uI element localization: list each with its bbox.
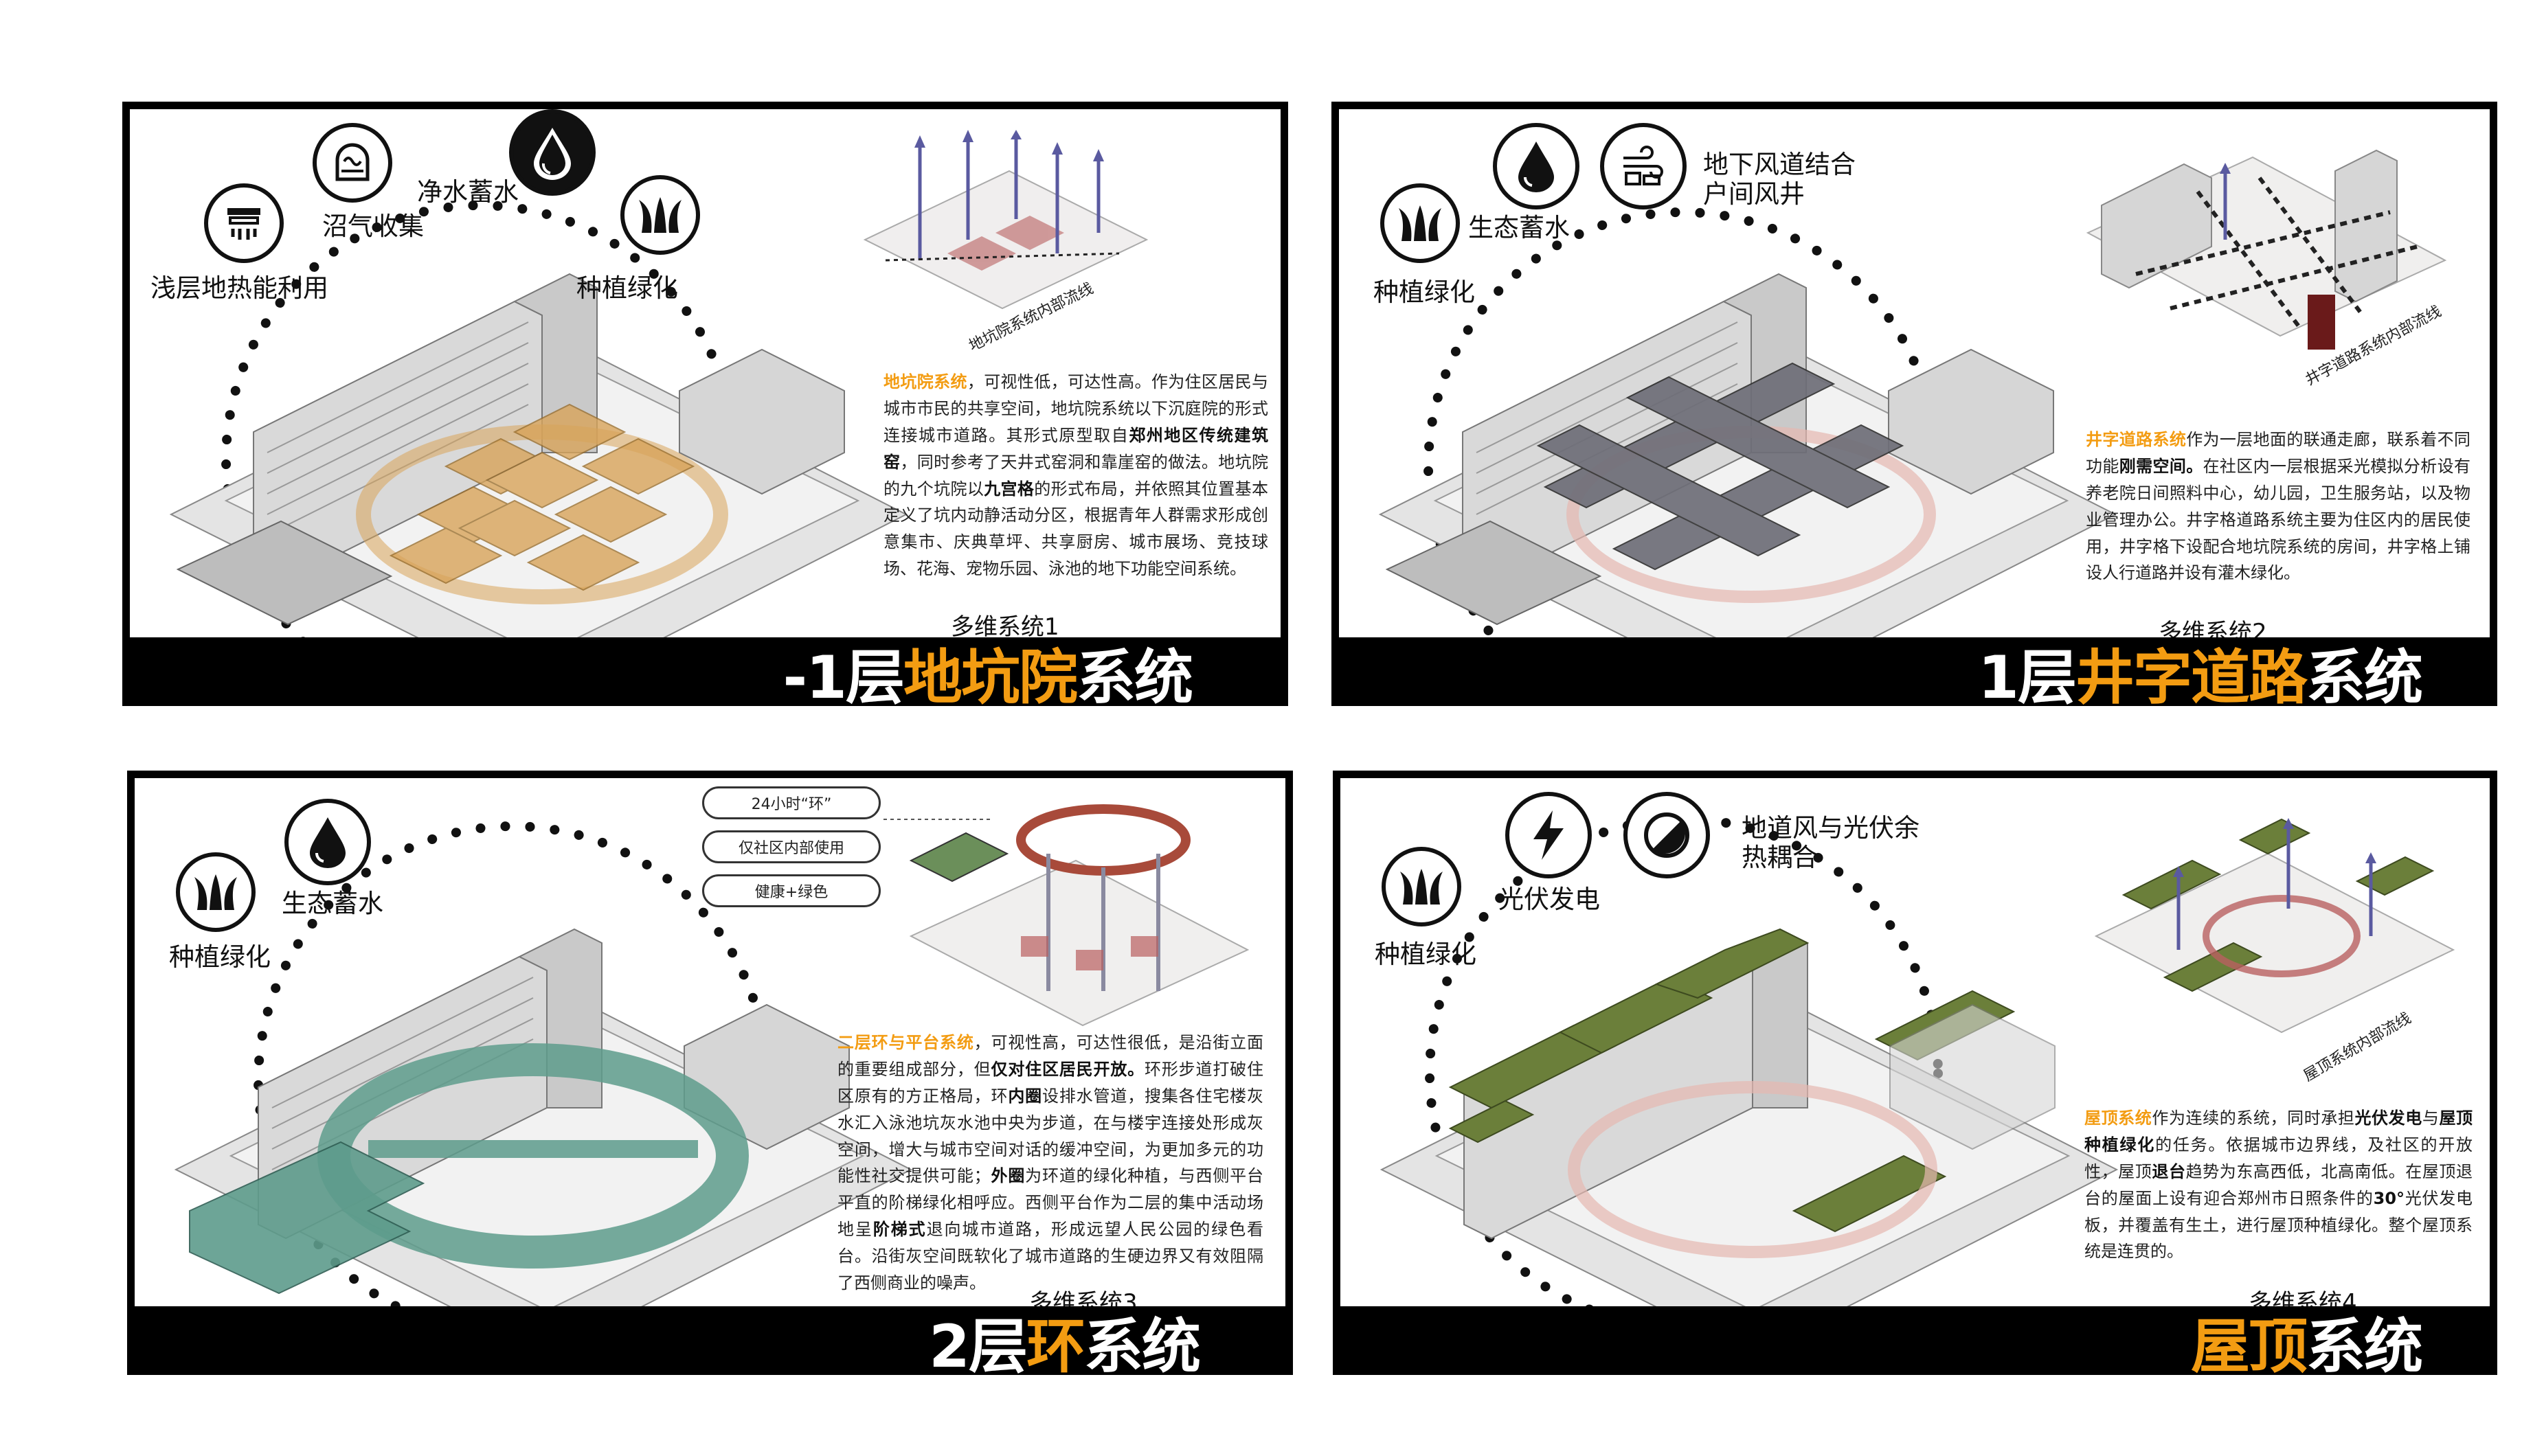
system-description: 二层环与平台系统，可视性高，可达性很低，是沿街立面的重要组成部分，但仅对住区居民… [837, 1033, 1264, 1293]
lightning-icon [1505, 792, 1592, 878]
system-description: 地坑院系统，可视性低，可达性高。作为住区居民与城市市民的共享空间，地坑院系统以下… [883, 372, 1269, 579]
biogas-icon [313, 123, 392, 203]
panel-title: -1层地坑院系统 [783, 643, 1193, 712]
icon-label-windshaft: 地下风道结合户间风井 [1703, 150, 1856, 209]
grass-icon [620, 175, 700, 255]
grass-icon [1380, 183, 1460, 263]
flow-mini-diagram [863, 130, 1149, 310]
flow-mini-diagram [883, 804, 1250, 1027]
system-number: 多维系统4 [2249, 1289, 2357, 1306]
system-number: 多维系统1 [951, 613, 1059, 637]
water-drop-icon [284, 799, 371, 885]
panel-canvas: 种植绿化 生态蓄水 地下风道结合户间风井 井字道路系统内部流线 井字道路系统作为… [1339, 109, 2490, 637]
panel-canvas: 浅层地热能利用 沼气收集 净水蓄水 种植绿化 地坑院系统内部流线 地坑院系统，可… [130, 109, 1281, 637]
icon-label-water: 生态蓄水 [1468, 213, 1570, 242]
isometric-site-model [174, 928, 913, 1306]
icon-label-biogas: 沼气收集 [322, 212, 424, 241]
grass-icon [176, 852, 256, 932]
icon-label-grass: 种植绿化 [1375, 940, 1476, 969]
panel-basement-courtyard: 浅层地热能利用 沼气收集 净水蓄水 种植绿化 地坑院系统内部流线 地坑院系统，可… [122, 102, 1288, 712]
panel-canvas: 种植绿化 生态蓄水 24小时“环” 仅社区内部使用 健康+绿色 二层环与平台系统… [135, 778, 1285, 1306]
system-number: 多维系统2 [2159, 619, 2267, 637]
panel-grid-road: 种植绿化 生态蓄水 地下风道结合户间风井 井字道路系统内部流线 井字道路系统作为… [1331, 102, 2497, 712]
icon-label-grass: 种植绿化 [169, 942, 271, 972]
tag-community-only: 仅社区内部使用 [702, 830, 881, 863]
isometric-site-model [1378, 273, 2117, 637]
isometric-site-model [1380, 928, 2119, 1306]
flow-mini-diagram [2086, 149, 2447, 350]
shallow-geothermal-icon [204, 183, 284, 263]
isometric-site-model [169, 273, 908, 637]
panel-canvas: 种植绿化 光伏发电 地道风与光伏余热耦合 屋顶系统内部流线 屋顶系统作为连续的系… [1340, 778, 2490, 1306]
panel-ring: 种植绿化 生态蓄水 24小时“环” 仅社区内部使用 健康+绿色 二层环与平台系统… [127, 771, 1293, 1381]
system-description: 屋顶系统作为连续的系统，同时承担光伏发电与屋顶种植绿化的任务。依据城市边界线，及… [2084, 1108, 2473, 1262]
icon-label-water: 净水蓄水 [417, 177, 519, 207]
water-drop-icon [1493, 123, 1579, 209]
tag-24h-ring: 24小时“环” [702, 786, 881, 819]
panel-roof: 种植绿化 光伏发电 地道风与光伏余热耦合 屋顶系统内部流线 屋顶系统作为连续的系… [1333, 771, 2497, 1381]
icon-label-water: 生态蓄水 [282, 889, 383, 918]
icon-label-grass: 种植绿化 [1373, 277, 1475, 307]
panel-title: 屋顶系统 [2191, 1312, 2423, 1381]
panel-title: 2层环系统 [929, 1312, 1201, 1381]
water-drop-icon [509, 109, 596, 196]
icon-label-geothermal: 浅层地热能利用 [150, 273, 328, 303]
wind-shaft-icon [1600, 123, 1687, 209]
icon-label-grass: 种植绿化 [576, 273, 678, 303]
tag-health-green: 健康+绿色 [702, 874, 881, 907]
icon-label-solar: 光伏发电 [1498, 885, 1600, 914]
panel-title: 1层井字道路系统 [1978, 643, 2423, 712]
flow-mini-diagram [2094, 818, 2455, 1034]
system-description: 井字道路系统作为一层地面的联通走廊，联系着不同功能刚需空间。在社区内一层根据采光… [2086, 430, 2471, 583]
icon-label-coupling: 地道风与光伏余热耦合 [1742, 813, 1919, 872]
system-number: 多维系统3 [1029, 1289, 1138, 1306]
grass-icon [1382, 847, 1461, 926]
half-circle-icon [1623, 792, 1710, 878]
